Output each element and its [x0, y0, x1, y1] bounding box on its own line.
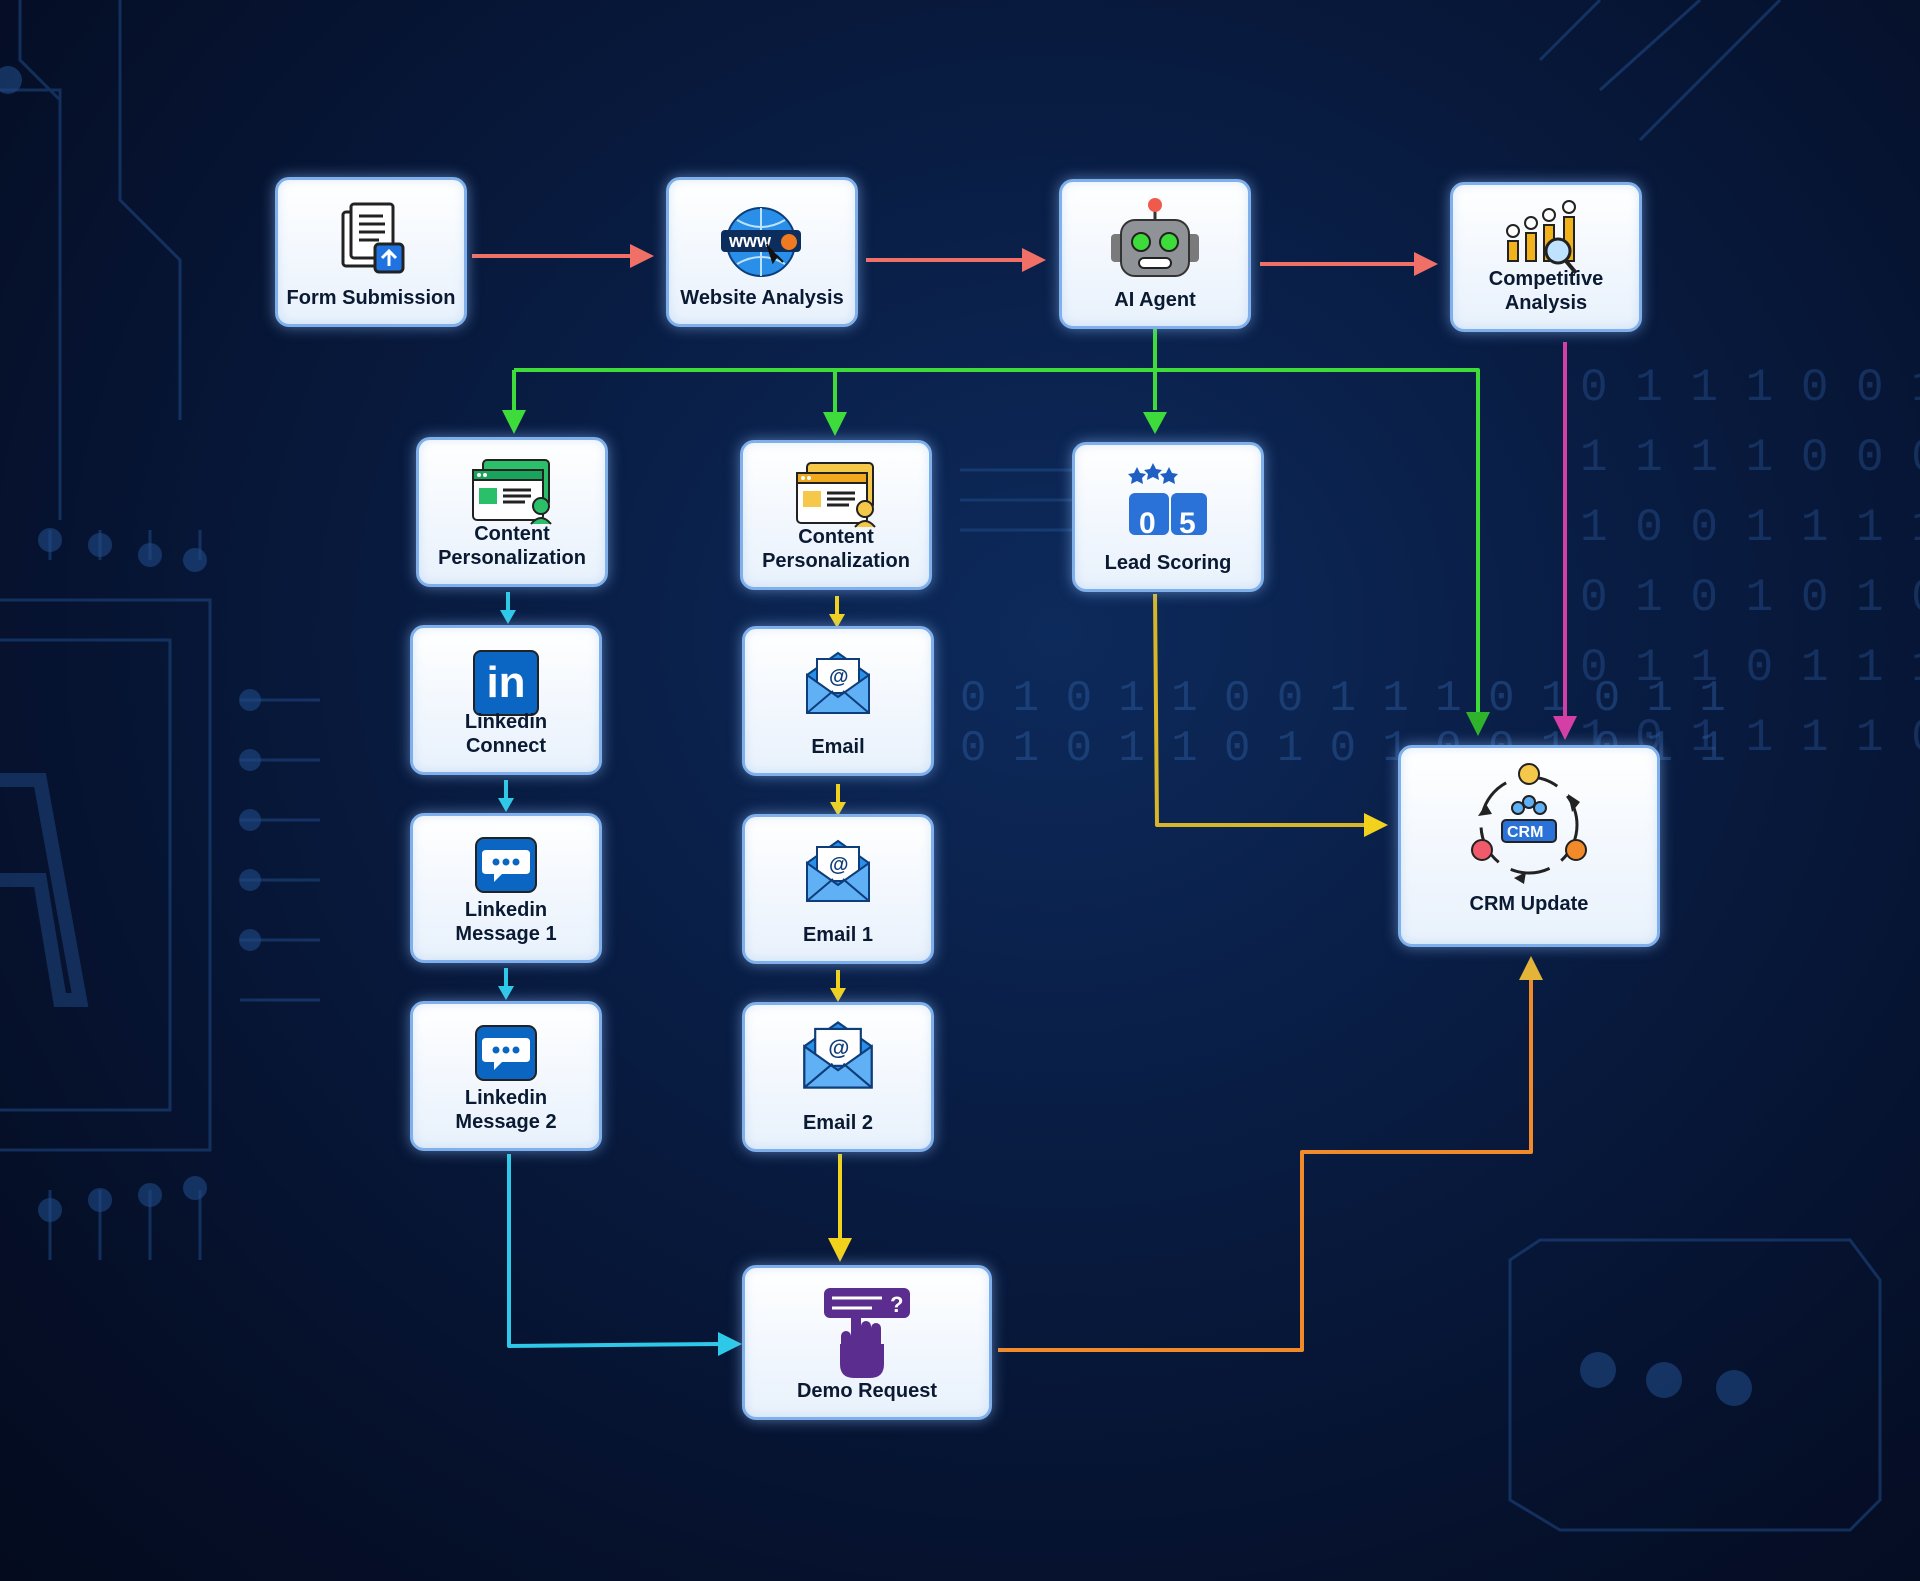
node-label: Form Submission — [286, 287, 456, 309]
www-globe-icon: www — [721, 207, 801, 277]
chat-bubble-icon — [475, 837, 537, 893]
node-label: Website Analysis — [680, 287, 844, 309]
node-label: CRM Update — [1469, 893, 1589, 915]
arrow-website-to-ai — [866, 248, 1046, 272]
arrow-msg2-to-demo — [507, 1154, 742, 1356]
binary-col-3: 1 0 0 1 1 1 1 0 — [1580, 502, 1920, 554]
lead-score-digit-left: 0 — [1139, 507, 1156, 539]
node-label-line2: Message 2 — [455, 1111, 557, 1133]
robot-icon — [1111, 198, 1199, 277]
email-envelope-icon: @ — [806, 839, 870, 902]
arrow-competitive-to-crm — [1553, 342, 1577, 740]
arrow-demo-to-crm — [998, 956, 1543, 1352]
document-upload-icon — [341, 202, 405, 274]
node-label-line2: Connect — [465, 735, 546, 757]
svg-text:@: @ — [829, 666, 849, 688]
email-envelope-icon: @ — [806, 651, 870, 714]
node-label: Email — [811, 736, 865, 758]
web-content-icon — [472, 459, 552, 525]
node-label-line2: Personalization — [762, 550, 910, 572]
node-competitive-analysis[interactable]: Competitive Analysis — [1450, 182, 1642, 332]
arrow-email1-to-email2 — [830, 970, 846, 1002]
node-content-personalization-left[interactable]: Content Personalization — [416, 437, 608, 587]
node-label: AI Agent — [1114, 289, 1196, 311]
node-label-wrap: Linkedin Message 2 — [455, 1086, 556, 1134]
svg-text:www: www — [728, 231, 772, 251]
node-label-line2: Analysis — [1504, 292, 1588, 314]
arrow-email2-to-demo — [828, 1154, 852, 1262]
node-label: Lead Scoring — [1104, 552, 1232, 574]
node-lead-scoring[interactable]: 0 5 Lead Scoring — [1072, 442, 1264, 592]
node-label-line1: Content — [798, 526, 874, 548]
node-label-line1: Linkedin — [464, 899, 548, 921]
binary-col-4: 0 1 0 1 0 1 0 0 — [1580, 572, 1920, 624]
arrow-msg1-to-msg2 — [498, 968, 514, 1000]
node-ai-agent[interactable]: AI Agent — [1059, 179, 1251, 329]
node-demo-request[interactable]: ? Demo Request — [742, 1265, 992, 1420]
node-label-line2: Personalization — [438, 547, 586, 569]
arrow-email-to-email1 — [830, 784, 846, 816]
email-envelope-icon: @ — [803, 1021, 873, 1089]
node-label-line1: Linkedin — [464, 711, 548, 733]
crm-badge-text: CRM — [1507, 824, 1543, 841]
team-analysis-icon — [1506, 200, 1578, 275]
node-label-wrap: Content Personalization — [438, 522, 586, 570]
arrow-connect-to-msg1 — [498, 780, 514, 812]
binary-col-2: 1 1 1 1 0 0 0 0 — [1580, 432, 1920, 484]
chat-bubble-icon — [475, 1025, 537, 1081]
binary-row-1: 0 1 0 1 1 0 0 1 1 1 0 1 0 1 1 — [960, 674, 1726, 724]
node-label-wrap: Competitive Analysis — [1489, 267, 1603, 315]
svg-text:@: @ — [828, 1035, 849, 1060]
node-label-wrap: Content Personalization — [762, 525, 910, 573]
node-linkedin-connect[interactable]: in Linkedin Connect — [410, 625, 602, 775]
hand-click-icon: ? — [824, 1288, 910, 1378]
arrow-form-to-website — [472, 244, 654, 268]
node-label: Email 1 — [802, 924, 874, 946]
node-label-wrap: Linkedin Message 1 — [455, 898, 556, 946]
node-label-line1: Linkedin — [464, 1087, 548, 1109]
crm-cycle-icon: CRM — [1471, 763, 1587, 884]
node-label-wrap: Linkedin Connect — [465, 710, 547, 758]
node-label-line1: Content — [474, 523, 550, 545]
node-linkedin-message-1[interactable]: Linkedin Message 1 — [410, 813, 602, 963]
score-badge-icon: 0 5 — [1128, 463, 1207, 539]
node-linkedin-message-2[interactable]: Linkedin Message 2 — [410, 1001, 602, 1151]
arrow-cp-to-linkedin — [500, 592, 516, 624]
binary-col-5: 0 1 1 0 1 1 1 1 — [1580, 642, 1920, 694]
arrow-cp-to-email — [829, 596, 845, 628]
node-label-line1: Competitive — [1488, 268, 1604, 290]
linkedin-icon: in — [473, 650, 539, 716]
node-website-analysis[interactable]: www Website Analysis — [666, 177, 858, 327]
binary-col-1: 0 1 1 1 0 0 1 1 — [1580, 362, 1920, 414]
svg-text:@: @ — [829, 854, 849, 876]
node-label: Demo Request — [796, 1380, 938, 1402]
node-email-1[interactable]: @ Email 1 — [742, 814, 934, 964]
node-label-line2: Message 1 — [455, 923, 557, 945]
node-crm-update[interactable]: CRM CRM Update — [1398, 745, 1660, 947]
web-content-icon — [796, 462, 876, 528]
arrow-leadscore-to-crm — [1153, 593, 1388, 837]
node-email-2[interactable]: @ Email 2 — [742, 1002, 934, 1152]
arrow-ai-branches — [502, 328, 1490, 736]
node-content-personalization-mid[interactable]: Content Personalization — [740, 440, 932, 590]
lead-score-digit-right: 5 — [1179, 507, 1196, 539]
node-form-submission[interactable]: Form Submission — [275, 177, 467, 327]
svg-text:?: ? — [890, 1292, 903, 1317]
arrow-ai-to-competitive — [1260, 252, 1438, 276]
linkedin-logo-text: in — [486, 658, 526, 707]
node-label: Email 2 — [802, 1112, 874, 1134]
node-email[interactable]: @ Email — [742, 626, 934, 776]
